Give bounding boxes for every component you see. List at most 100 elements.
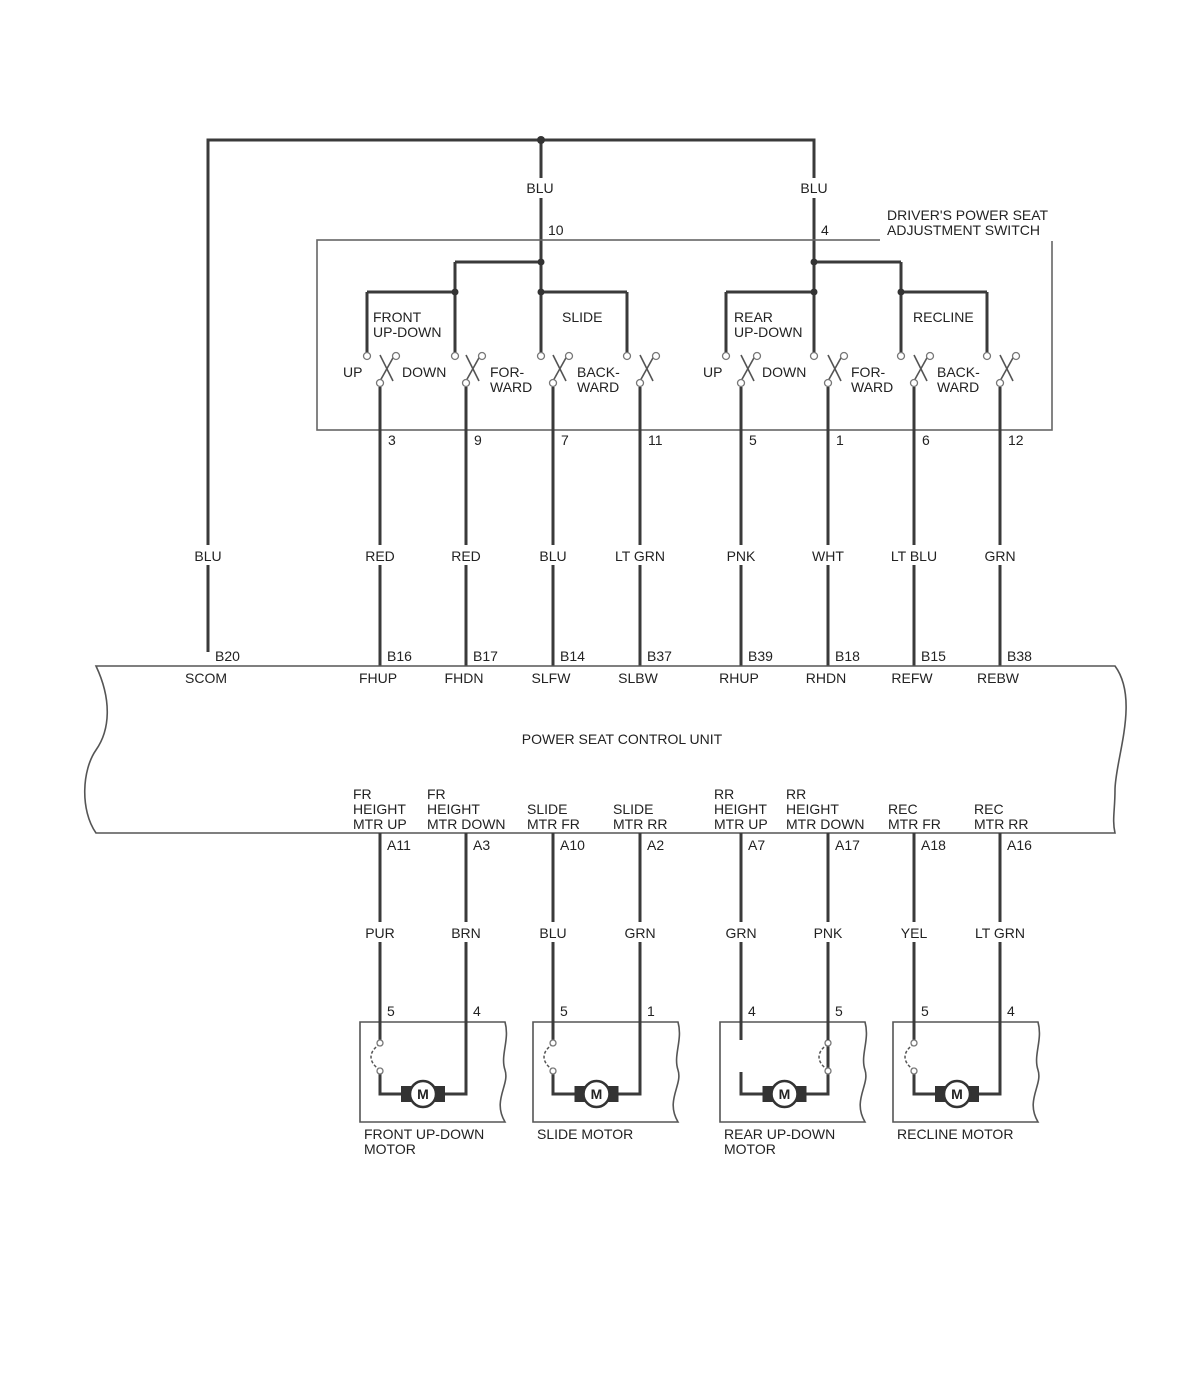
output-label: MTR RR bbox=[613, 816, 667, 832]
wire-color-label: RED bbox=[451, 548, 481, 564]
switch-contact bbox=[721, 351, 762, 430]
wire-color-label: GRN bbox=[984, 548, 1015, 564]
wire-color-label: LT GRN bbox=[615, 548, 665, 564]
switch-position-label: WARD bbox=[577, 379, 619, 395]
switch-position-label: UP bbox=[343, 364, 362, 380]
motor-label: MOTOR bbox=[364, 1141, 416, 1157]
switch-position-label: BACK- bbox=[577, 364, 620, 380]
connector-pin-label: A2 bbox=[647, 837, 664, 853]
motor-label: RECLINE MOTOR bbox=[897, 1126, 1013, 1142]
output-label: RR bbox=[714, 786, 734, 802]
junction-dot bbox=[537, 258, 545, 266]
switch-position-label: UP bbox=[703, 364, 722, 380]
switch-group-name: UP-DOWN bbox=[373, 324, 441, 340]
output-label: MTR RR bbox=[974, 816, 1028, 832]
connector-pin-label: B15 bbox=[921, 648, 946, 664]
switch-position-label: DOWN bbox=[402, 364, 446, 380]
motor-housing bbox=[532, 1021, 681, 1123]
wire-color-label: WHT bbox=[812, 548, 844, 564]
wire-color-label: PUR bbox=[365, 925, 395, 941]
wire-color-label: PNK bbox=[814, 925, 843, 941]
motor-label: MOTOR bbox=[724, 1141, 776, 1157]
wire-color-label: PNK bbox=[727, 548, 756, 564]
signal-name-label: REFW bbox=[891, 670, 933, 686]
switch-contact bbox=[536, 351, 574, 430]
connector-pin-label: B17 bbox=[473, 648, 498, 664]
signal-name-label: FHDN bbox=[445, 670, 484, 686]
signal-name-label: FHUP bbox=[359, 670, 397, 686]
switch-feed-pin-left: 10 bbox=[548, 222, 564, 238]
circuit-breaker-icon bbox=[904, 1043, 915, 1071]
motor-icon bbox=[942, 1079, 972, 1109]
output-label: HEIGHT bbox=[353, 801, 406, 817]
switch-contact bbox=[896, 351, 935, 430]
connector-pin-label: A16 bbox=[1007, 837, 1032, 853]
connector-pin-label: A10 bbox=[560, 837, 585, 853]
switch-pin-number: 12 bbox=[1008, 432, 1024, 448]
output-label: FR bbox=[427, 786, 446, 802]
output-label: RR bbox=[786, 786, 806, 802]
top-wire-labels: BLU BLU bbox=[520, 178, 835, 198]
motor-housing bbox=[892, 1021, 1041, 1123]
switch-group-name: SLIDE bbox=[562, 309, 602, 325]
switch-group-name: RECLINE bbox=[913, 309, 974, 325]
wire-color-label: BRN bbox=[451, 925, 481, 941]
top-wire-color-left: BLU bbox=[526, 180, 553, 196]
wire-color-label: GRN bbox=[624, 925, 655, 941]
motor-symbol: M bbox=[951, 1086, 963, 1102]
motor-icon bbox=[408, 1079, 438, 1109]
output-label: MTR DOWN bbox=[427, 816, 506, 832]
switch-pin-number: 11 bbox=[648, 432, 663, 448]
switch-position-label: FOR- bbox=[851, 364, 886, 380]
motor-symbol: M bbox=[591, 1086, 603, 1102]
connector-pin-label: B14 bbox=[560, 648, 585, 664]
junction-dot bbox=[810, 288, 818, 296]
connector-pin-label: B16 bbox=[387, 648, 412, 664]
output-label: MTR UP bbox=[353, 816, 407, 832]
wire-color-label: BLU bbox=[539, 548, 566, 564]
control-unit-label: POWER SEAT CONTROL UNIT bbox=[522, 731, 723, 747]
connector-pin-label: A17 bbox=[835, 837, 860, 853]
switch-contact bbox=[809, 351, 849, 430]
circuit-breaker-icon bbox=[543, 1043, 554, 1071]
upper-wires: BLUB20SCOMREDB16FHUPREDB17FHDNBLUB14SLFW… bbox=[178, 430, 1032, 686]
switch-box-title-line2: ADJUSTMENT SWITCH bbox=[887, 222, 1040, 238]
switch-group-name: REAR bbox=[734, 309, 773, 325]
motor-pin-number: 5 bbox=[387, 1003, 395, 1019]
junction-dot bbox=[810, 258, 818, 266]
junction-dot bbox=[897, 288, 905, 296]
signal-name-label: REBW bbox=[977, 670, 1020, 686]
switch-group-name: FRONT bbox=[373, 309, 422, 325]
motor-housing bbox=[359, 1021, 508, 1123]
switch-contact bbox=[982, 351, 1021, 430]
top-wire-color-right: BLU bbox=[800, 180, 827, 196]
connector-pin-label: B38 bbox=[1007, 648, 1032, 664]
signal-name-label: RHUP bbox=[719, 670, 759, 686]
motor-label: FRONT UP-DOWN bbox=[364, 1126, 484, 1142]
connector-pin-label: B18 bbox=[835, 648, 860, 664]
switch-group-name: UP-DOWN bbox=[734, 324, 802, 340]
output-label: HEIGHT bbox=[786, 801, 839, 817]
connector-pin-label: A3 bbox=[473, 837, 490, 853]
output-label: MTR FR bbox=[888, 816, 941, 832]
switch-position-label: WARD bbox=[851, 379, 893, 395]
wire-color-label: GRN bbox=[725, 925, 756, 941]
motor-pin-number: 4 bbox=[748, 1003, 756, 1019]
motor-pin-number: 5 bbox=[560, 1003, 568, 1019]
motor-unit: M RECLINE MOTOR bbox=[892, 1020, 1041, 1142]
